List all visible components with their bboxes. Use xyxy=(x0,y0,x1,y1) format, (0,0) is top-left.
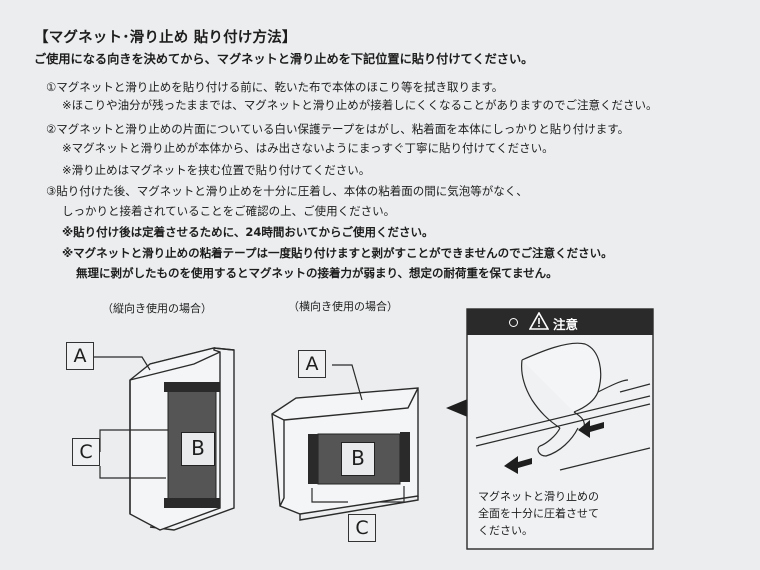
caution-text: マグネットと滑り止めの 全面を十分に圧着させて ください。 xyxy=(478,488,599,539)
horizontal-grip-strip-right xyxy=(400,432,410,482)
caution-heading: 注意 xyxy=(553,317,579,332)
horizontal-leader-lines xyxy=(311,364,405,503)
bold-note-no-removal: ※マグネットと滑り止めの粘着テープは一度貼り付けますと剥がすことができませんので… xyxy=(62,246,613,260)
caution-arrow-right xyxy=(578,420,604,438)
caution-illustration xyxy=(475,342,651,471)
caution-text-line-3: ください。 xyxy=(478,524,533,537)
warning-triangle-icon xyxy=(529,312,549,330)
label-a-vertical: A xyxy=(66,342,94,370)
caution-header-bar xyxy=(467,309,653,335)
step-2-note-1: ※マグネットと滑り止めが本体から、はみ出さないようにまっすぐ丁寧に貼り付けてくだ… xyxy=(62,141,554,155)
caution-text-line-1: マグネットと滑り止めの xyxy=(478,490,599,503)
step-3-continued: しっかりと接着されていることをご確認の上、ご使用ください。 xyxy=(62,204,396,218)
step-1-note: ※ほこりや油分が残ったままでは、マグネットと滑り止めが接着しにくくなることがあり… xyxy=(62,98,658,112)
horizontal-grip-strip-left xyxy=(308,434,318,484)
label-c-vertical: C xyxy=(72,438,100,466)
vertical-leader-lines xyxy=(94,356,168,479)
magnet-circle-icon xyxy=(509,318,518,327)
horizontal-caption: （横向き使用の場合） xyxy=(288,300,398,313)
vertical-caption: （縦向き使用の場合） xyxy=(102,302,212,315)
step-3: ③貼り付けた後、マグネットと滑り止めを十分に圧着し、本体の粘着面の間に気泡等がな… xyxy=(46,184,528,198)
step-2: ②マグネットと滑り止めの片面についている白い保護テープをはがし、粘着面を本体にし… xyxy=(46,122,630,136)
caution-text-line-2: 全面を十分に圧着させて xyxy=(478,507,599,520)
label-b-vertical: B xyxy=(181,432,215,466)
label-c-horizontal: C xyxy=(348,514,376,542)
step-1: ①マグネットと滑り止めを貼り付ける前に、乾いた布で本体のほこり等を拭き取ります。 xyxy=(46,80,504,94)
bold-note-no-removal-continued: 無理に剥がしたものを使用するとマグネットの接着力が弱まり、想定の耐荷重を保てませ… xyxy=(76,266,558,280)
label-a-horizontal: A xyxy=(298,350,326,378)
pointer-arrow xyxy=(446,398,470,418)
label-b-horizontal: B xyxy=(341,442,375,476)
intro-text: ご使用になる向きを決めてから、マグネットと滑り止めを下記位置に貼り付けてください… xyxy=(34,52,534,66)
page-title: 【マグネット･滑り止め 貼り付け方法】 xyxy=(34,30,297,46)
caution-arrow-left xyxy=(504,456,532,474)
vertical-grip-strip-top xyxy=(164,382,220,392)
step-2-note-2: ※滑り止めはマグネットを挟む位置で貼り付けてください。 xyxy=(62,163,371,177)
vertical-grip-strip-bottom xyxy=(164,498,220,508)
bold-note-curing: ※貼り付け後は定着させるために、24時間おいてからご使用ください。 xyxy=(62,225,434,239)
